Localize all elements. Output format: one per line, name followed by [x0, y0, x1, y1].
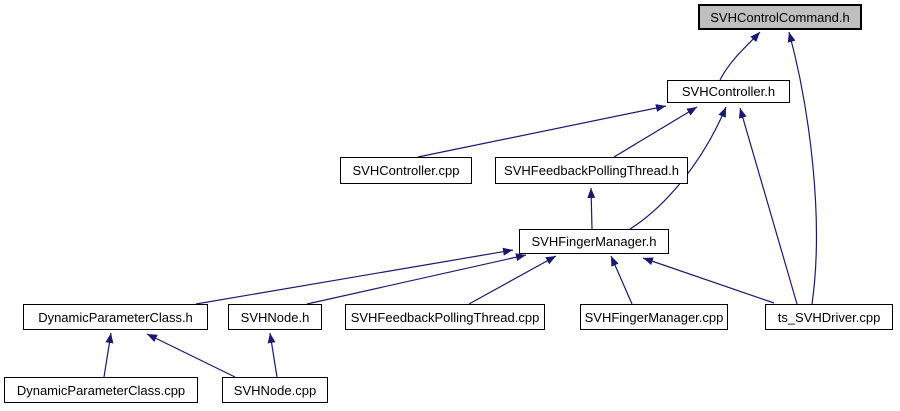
node-svhfeedbackpollingthread-cpp[interactable]: SVHFeedbackPollingThread.cpp: [345, 304, 545, 330]
edge:ts_SVHDriver.cpp->SVHController.h: [738, 107, 798, 305]
node-label: SVHFingerManager.cpp: [584, 309, 724, 325]
node-svhfingermanager-h[interactable]: SVHFingerManager.h: [519, 229, 669, 254]
node-label: SVHFeedbackPollingThread.h: [504, 163, 679, 178]
node-label: SVHFeedbackPollingThread.cpp: [350, 309, 540, 325]
edge:SVHFeedbackPollingThread.cpp->SVHFingerManager.h: [468, 255, 557, 305]
node-svhnode-h[interactable]: SVHNode.h: [228, 304, 322, 330]
node-label: SVHControlCommand.h: [710, 9, 850, 25]
edge:SVHNode.cpp->DynamicParameterClass.h: [146, 333, 236, 378]
node-ts-svhdriver-cpp[interactable]: ts_SVHDriver.cpp: [765, 304, 893, 330]
edge:SVHController.h->SVHControlCommand.h: [719, 31, 761, 81]
edge:SVHController.cpp->SVHController.h: [417, 104, 667, 158]
edge:DynamicParameterClass.h->SVHFingerManager.h: [195, 247, 514, 305]
edge:SVHNode.h->SVHFingerManager.h: [306, 253, 527, 305]
node-svhcontroller-h[interactable]: SVHController.h: [667, 80, 790, 103]
node-svhcontrolcommand-h: SVHControlCommand.h: [698, 4, 862, 30]
node-label: SVHNode.h: [240, 309, 310, 325]
edge:SVHFingerManager.cpp->SVHFingerManager.h: [610, 255, 633, 305]
edge:SVHFeedbackPollingThread.h->SVHController.h: [613, 106, 698, 158]
node-label: SVHNode.cpp: [233, 382, 317, 398]
node-label: SVHController.cpp: [352, 163, 460, 178]
edge:SVHNode.cpp->SVHNode.h: [267, 332, 278, 378]
edge:DynamicParameterClass.cpp->DynamicParameterClass.h: [103, 332, 114, 378]
node-dynamicparameterclass-h[interactable]: DynamicParameterClass.h: [23, 304, 208, 330]
node-dynamicparameterclass-cpp[interactable]: DynamicParameterClass.cpp: [4, 377, 198, 403]
node-label: DynamicParameterClass.h: [38, 309, 193, 325]
node-label: SVHFingerManager.h: [531, 234, 657, 249]
node-label: SVHController.h: [681, 84, 776, 99]
node-label: ts_SVHDriver.cpp: [777, 309, 881, 325]
edge:SVHFingerManager.h->SVHFeedbackPollingThread.h: [587, 187, 596, 230]
node-svhfeedbackpollingthread-h[interactable]: SVHFeedbackPollingThread.h: [495, 157, 688, 184]
edge:ts_SVHDriver.cpp->SVHFingerManager.h: [642, 257, 775, 304]
node-label: DynamicParameterClass.cpp: [16, 382, 186, 398]
node-svhcontroller-cpp[interactable]: SVHController.cpp: [340, 157, 472, 184]
node-svhnode-cpp[interactable]: SVHNode.cpp: [222, 377, 328, 403]
edge:ts_SVHDriver.cpp->SVHControlCommand.h: [787, 31, 817, 305]
node-svhfingermanager-cpp[interactable]: SVHFingerManager.cpp: [580, 304, 728, 330]
